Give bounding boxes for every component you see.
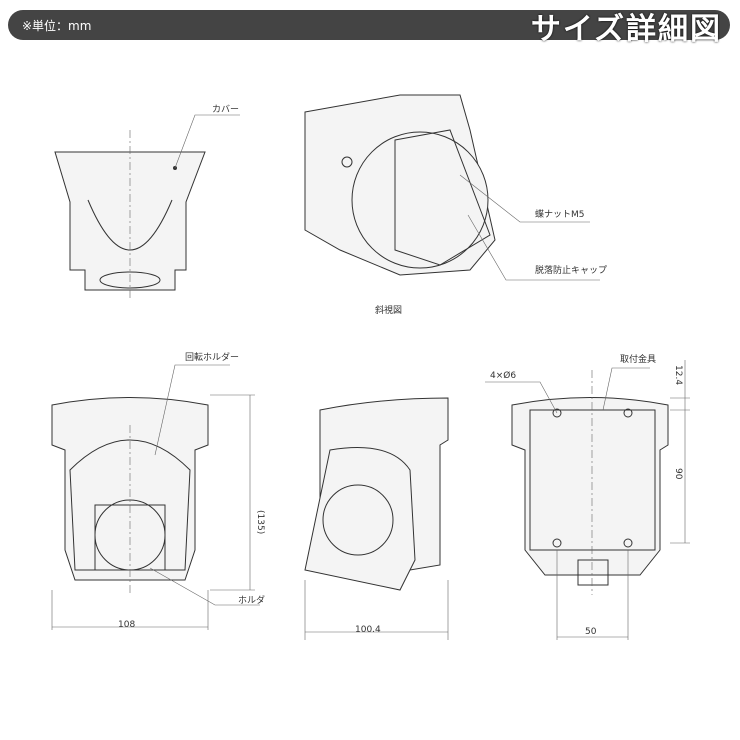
back-view: 4×Ø6 取付金具 12.4 90 50 <box>485 353 690 640</box>
label-holder: ホルダ <box>238 594 265 606</box>
dim-top-offset: 12.4 <box>673 365 683 385</box>
side-view: 100.4 <box>304 397 449 640</box>
label-cap: 脱落防止キャップ <box>535 264 607 276</box>
label-bracket: 取付金具 <box>620 353 656 365</box>
front-view: 回転ホルダー ホルダ 108 (135) <box>51 351 265 630</box>
perspective-view: 蝶ナットM5 脱落防止キャップ 斜視図 <box>304 94 607 316</box>
label-cover: カバー <box>212 104 239 115</box>
label-rotary-holder: 回転ホルダー <box>185 351 239 363</box>
header-bar <box>8 10 730 40</box>
label-perspective: 斜視図 <box>375 304 402 316</box>
top-view: カバー <box>54 104 240 300</box>
dim-width-side: 100.4 <box>355 625 381 635</box>
label-holes: 4×Ø6 <box>490 370 516 381</box>
page-title: サイズ詳細図 <box>530 12 722 47</box>
dim-width-front: 108 <box>118 620 135 630</box>
label-wing-nut: 蝶ナットM5 <box>535 208 585 220</box>
dim-width-back: 50 <box>585 627 597 637</box>
dim-height: (135) <box>255 510 265 534</box>
dim-hole-pitch: 90 <box>673 468 683 480</box>
unit-note: ※単位：mm <box>22 19 92 33</box>
